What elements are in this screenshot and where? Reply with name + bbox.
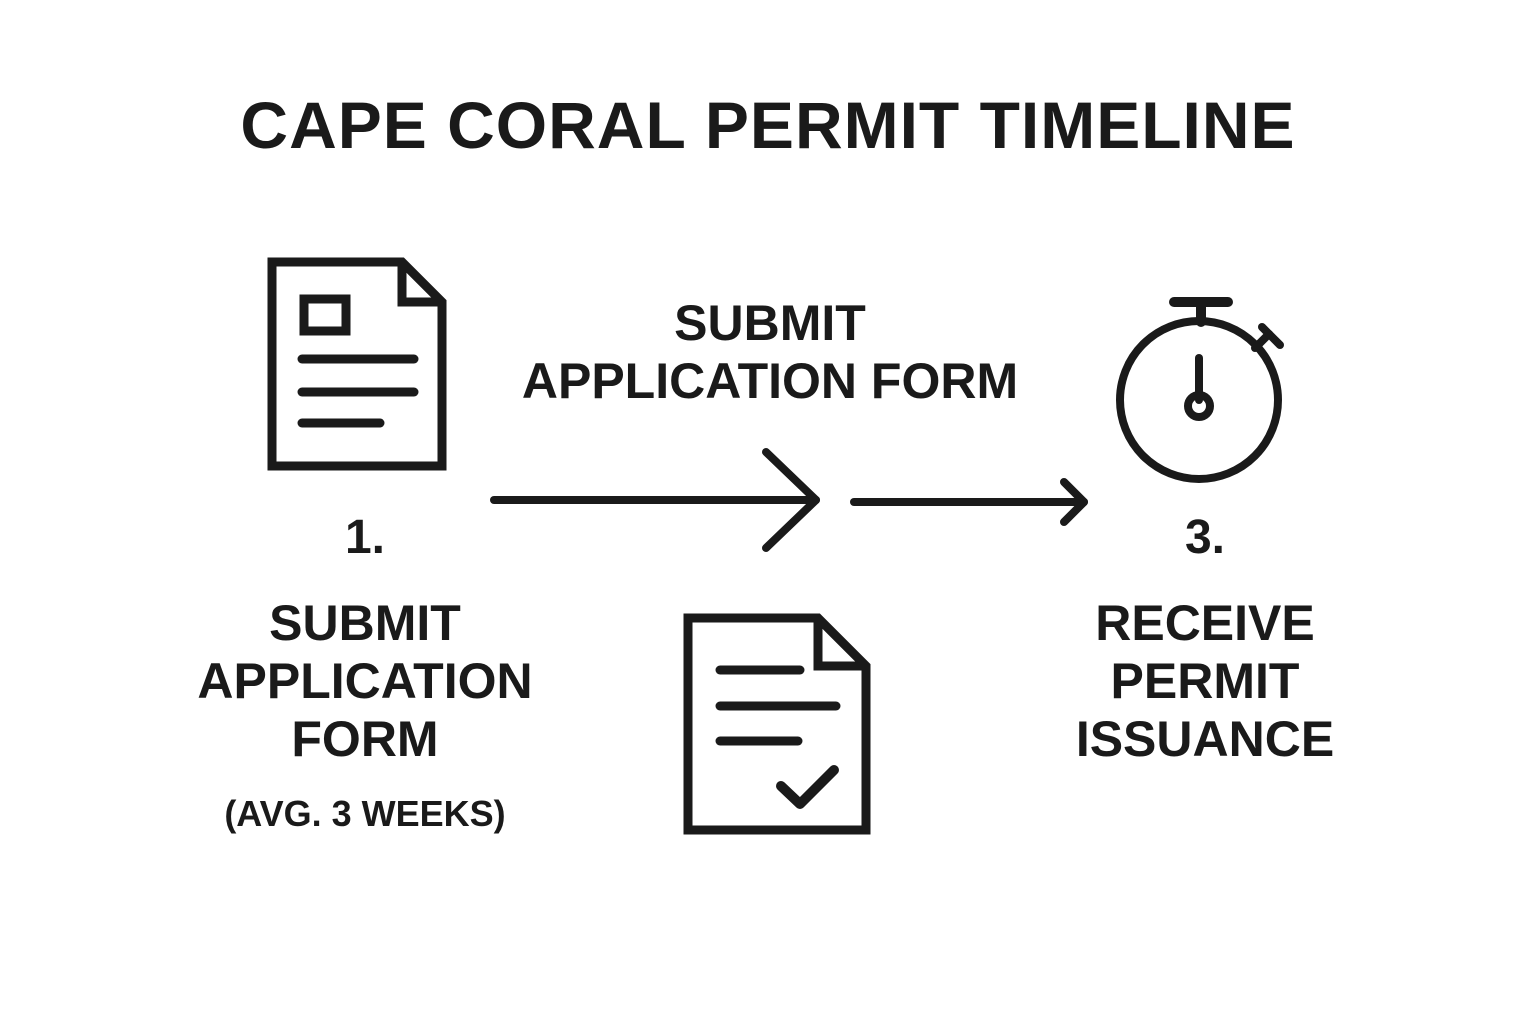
step-3-title-line: ISSUANCE <box>1075 711 1335 767</box>
diagram-title: CAPE CORAL PERMIT TIMELINE <box>240 88 1296 162</box>
step-3-number: 3. <box>1184 511 1226 564</box>
step-2-title: SUBMIT APPLICATION FORM <box>520 294 1020 410</box>
arrow-right-icon <box>490 448 820 552</box>
step-3-title: RECEIVE PERMIT ISSUANCE <box>1030 594 1380 768</box>
step-2-title-line: APPLICATION FORM <box>521 353 1019 409</box>
step-1-title-line: APPLICATION <box>197 653 533 709</box>
step-1-title-line: SUBMIT <box>269 595 461 651</box>
stopwatch-icon <box>1116 297 1284 483</box>
step-1-number: 1. <box>344 511 386 564</box>
document-checkmark-icon <box>683 613 871 835</box>
step-3-label: 3. RECEIVE PERMIT ISSUANCE <box>1030 514 1380 768</box>
step-1-label: 1. SUBMIT APPLICATION FORM (AVG. 3 WEEKS… <box>180 514 550 832</box>
arrow-right-icon <box>850 478 1088 526</box>
step-2-title-line: SUBMIT <box>674 295 866 351</box>
step-1-title-line: FORM <box>291 711 439 767</box>
step-1-title: SUBMIT APPLICATION FORM <box>180 594 550 768</box>
document-icon <box>267 257 447 471</box>
step-1-duration: (AVG. 3 WEEKS) <box>224 793 506 834</box>
step-3-title-line: PERMIT <box>1110 653 1300 709</box>
step-3-title-line: RECEIVE <box>1095 595 1315 651</box>
